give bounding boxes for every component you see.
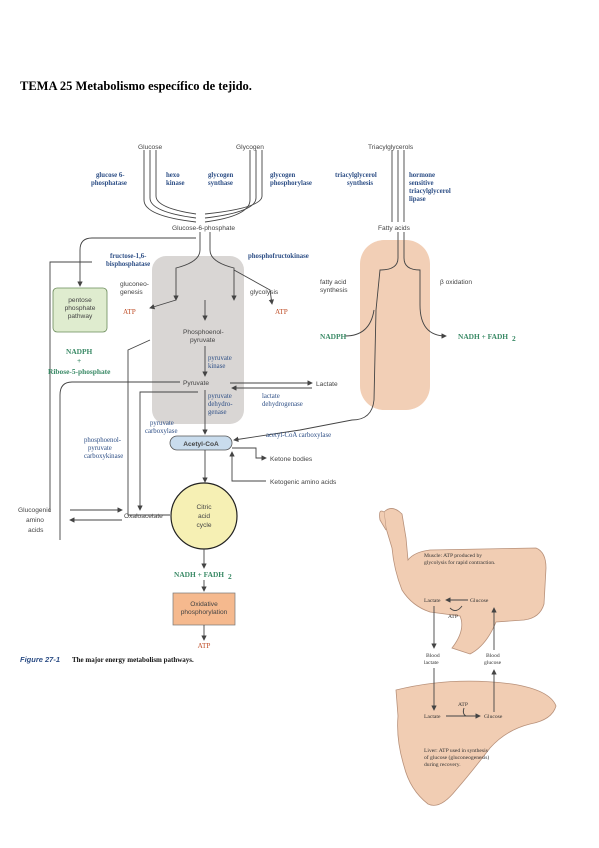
gsynthase-line2: synthase [208,180,233,187]
plus-sign: + [77,356,81,365]
muscle-arm-shape [383,508,547,655]
triacylglycerols-label: Triacylglycerols [368,144,414,151]
pc-line2: carboxylase [145,428,177,435]
acetyl-coa-box [169,435,233,451]
liver-text-line2: of glucose (gluconeogenesis) [424,754,489,761]
pyruvate-label: Pyruvate [183,380,209,387]
hexokinase-line1: hexo [166,172,180,179]
muscle-glucose: Glucose [470,598,489,604]
blood-glucose-line2: glucose [484,660,502,666]
nadh-fadh-right: NADH + FADH [458,332,508,341]
atp-left: ATP [123,308,136,316]
gng-line2: genesis [120,289,143,296]
glucogenic-line1: Glucogenic [18,507,52,514]
glucogenic-line3: acids [28,527,44,534]
tag-synthesis-line1: triacylglycerol [335,172,377,179]
gng-line1: gluconeo- [120,281,149,288]
oxphos-box [172,592,236,626]
pdh-line1: pyruvate [208,393,232,400]
glucose-label: Glucose [138,144,163,151]
g6p-label: Glucose-6-phosphate [172,225,235,232]
atp-bottom: ATP [198,642,211,650]
pentose-line2: phosphate [65,305,96,312]
pepck-line2: pyruvate [88,445,112,452]
tag-synthesis-line2: synthesis [347,180,373,187]
citric-line2: acid [198,513,210,520]
fbpase-line2: bisphosphatase [106,261,150,268]
hexokinase-line2: kinase [166,180,185,187]
ketogenic-aa-label: Ketogenic amino acids [270,479,337,486]
gsynthase-line1: glycogen [208,172,234,179]
acetyl-coa-label: Acetyl-CoA [183,441,219,448]
muscle-atp: ATP [448,614,458,620]
glycogen-label: Glycogen [236,144,264,151]
figure-label: Figure 27-1 [20,655,60,664]
muscle-text-line2: glycolysis for rapid contraction. [424,559,496,566]
fadh-sub-right: 2 [512,334,516,343]
liver-shape [395,680,557,806]
ketone-bodies-label: Ketone bodies [270,456,313,463]
liver-glucose: Glucose [484,714,503,720]
oxphos-line2: phosphorylation [181,609,228,616]
beta-oxidation-label: β oxidation [440,279,472,286]
g6pase-line1: glucose 6- [96,172,125,179]
gphos-line1: glycogen [270,172,296,179]
ldh-line2: dehydrogenase [262,401,303,408]
fa-synthesis-line2: synthesis [320,287,348,294]
ribose-label: Ribose-5-phosphate [48,367,111,376]
hsl-line2: sensitive [409,180,434,187]
glycolysis-label: glycolysis [250,289,279,296]
liver-lactate: Lactate [424,714,441,720]
liver-atp: ATP [458,702,468,708]
citric-line3: cycle [196,522,211,529]
hsl-line3: triacylglycerol [409,188,451,195]
fbpase-line1: fructose-1,6- [110,253,147,260]
oxaloacetate-label: Oxaloacetate [124,513,163,520]
gphos-line2: phosphorylase [270,180,312,187]
figure-caption: The major energy metabolism pathways. [72,656,194,664]
g6pase-line2: phosphatase [91,180,127,187]
pepck-line1: phosphoenol- [84,437,122,444]
pentose-pathway-box [52,287,108,333]
acc-label: acetyl-CoA carboxylase [266,432,331,439]
pep-line1: Phosphoenol- [183,329,224,336]
pdh-line2: dehydro- [208,401,233,408]
glucogenic-line2: amino [26,517,44,524]
pdh-line3: genase [208,409,227,416]
fatty-acids-label: Fatty acids [378,225,411,232]
nadh-fadh-bottom: NADH + FADH [174,570,224,579]
nadph-left: NADPH [66,347,93,356]
pk-line1: pyruvate [208,355,232,362]
muscle-lactate: Lactate [424,598,441,604]
pepck-line3: carboxykinase [84,453,123,460]
nadph-right: NADPH [320,332,347,341]
fatty-acid-box [360,240,430,410]
pentose-line1: pentose [68,297,92,304]
oxphos-line1: Oxidative [190,601,218,608]
pc-line1: pyruvate [150,420,174,427]
liver-text-line3: during recovery. [424,762,461,768]
fa-synthesis-line1: fatty acid [320,279,347,286]
hsl-line1: hormone [409,172,435,179]
muscle-text-line1: Muscle: ATP produced by [424,553,482,559]
pfk-label: phosphofructokinase [248,253,309,260]
ldh-line1: lactate [262,393,280,400]
fadh-sub-bottom: 2 [228,572,232,581]
lactate-label: Lactate [316,381,338,388]
citric-line1: Citric [196,504,212,511]
pk-line2: kinase [208,363,225,370]
liver-text-line1: Liver: ATP used in synthesis [424,748,488,754]
blood-lactate-line2: lactate [424,660,439,666]
atp-right: ATP [275,308,288,316]
pentose-line3: pathway [68,313,93,320]
blood-glucose-line1: Blood [486,653,500,659]
pep-line2: pyruvate [190,337,216,344]
hsl-line4: lipase [409,196,426,203]
blood-lactate-line1: Blood [426,653,440,659]
page-title: TEMA 25 Metabolismo específico de tejido… [20,79,252,93]
